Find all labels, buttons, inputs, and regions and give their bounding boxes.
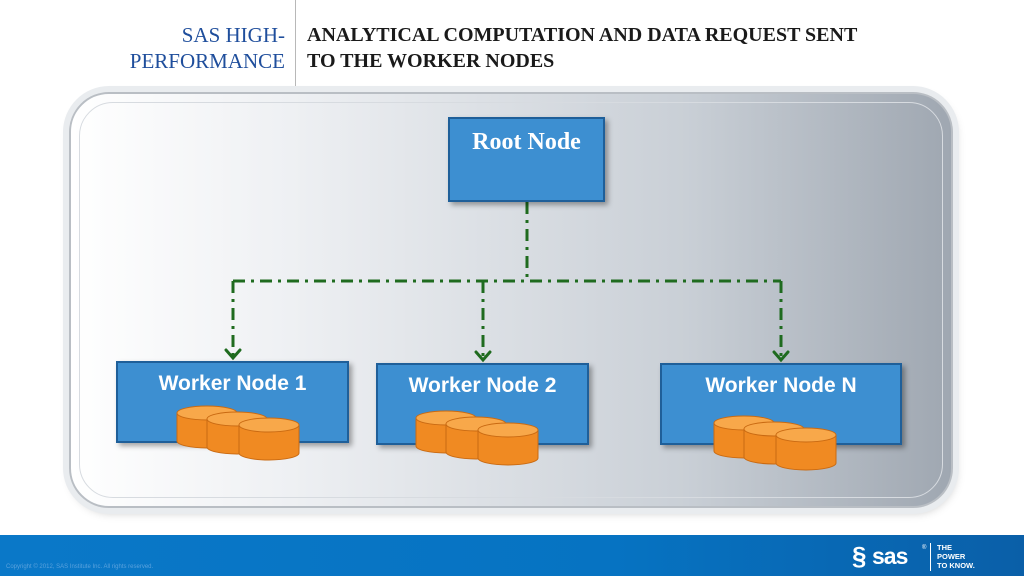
database-stack-worker-1 [176, 405, 300, 461]
slide-title: ANALYTICAL COMPUTATION AND DATA REQUEST … [307, 22, 987, 74]
sas-logo-wordmark: sas [872, 543, 908, 569]
arrowhead-worker-n [772, 350, 790, 363]
copyright-notice: Copyright © 2012, SAS Institute Inc. All… [6, 564, 154, 570]
database-stack-worker-2 [415, 410, 539, 466]
sas-tagline-line3: TO KNOW. [937, 561, 975, 570]
arrowhead-worker-2 [474, 350, 492, 363]
database-stack-worker-n [713, 415, 837, 471]
footer-bar: Copyright © 2012, SAS Institute Inc. All… [0, 535, 1024, 576]
sas-tagline-line1: THE [937, 543, 952, 552]
database-cylinder [238, 417, 300, 461]
slide-title-line1: ANALYTICAL COMPUTATION AND DATA REQUEST … [307, 24, 858, 46]
sas-tagline: THE POWER TO KNOW. [937, 543, 975, 570]
database-cylinder [775, 427, 837, 471]
slide-title-line2: TO THE WORKER NODES [307, 50, 555, 72]
header-divider [295, 0, 296, 88]
worker-node-n-label: Worker Node N [705, 374, 857, 397]
sas-logo-trademark: ® [922, 545, 927, 551]
sas-logo-s-mark: § [852, 541, 867, 571]
worker-node-1-label: Worker Node 1 [158, 372, 307, 395]
worker-node-2-label: Worker Node 2 [408, 374, 557, 397]
sas-tagline-line2: POWER [937, 552, 966, 561]
sas-logo-divider [930, 543, 931, 571]
database-cylinder [477, 422, 539, 466]
section-label-line2: PERFORMANCE [129, 49, 285, 73]
section-label: SAS HIGH- PERFORMANCE [0, 22, 285, 74]
root-node: Root Node [448, 117, 605, 202]
worker-node-n: Worker Node N [660, 363, 902, 445]
diagram-panel-inner-border [79, 102, 943, 498]
arrowhead-worker-1 [224, 348, 242, 361]
sas-logo: § sas ® THE POWER TO KNOW. [852, 543, 1022, 571]
section-label-line1: SAS HIGH- [181, 23, 285, 47]
